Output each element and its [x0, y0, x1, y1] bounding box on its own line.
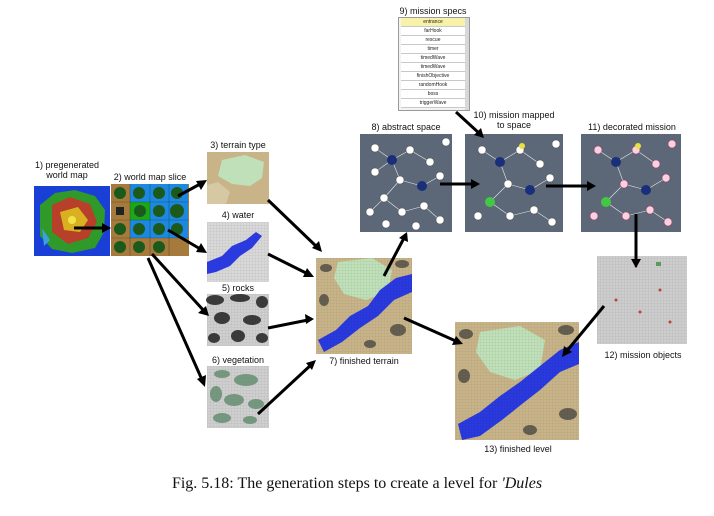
- arrow-10-to-11: [546, 181, 596, 191]
- label-abstract-space: 8) abstract space: [371, 122, 441, 132]
- label-decorated-mission: 11) decorated mission: [588, 122, 676, 132]
- water-panel: [207, 222, 269, 282]
- label-mission-specs: 9) mission specs: [399, 6, 467, 16]
- mission-spec-item: triggerWave: [401, 99, 465, 108]
- mission-spec-item: timer: [401, 45, 465, 54]
- label-rocks: 5) rocks: [221, 283, 254, 293]
- label-terrain-type: 3) terrain type: [210, 140, 266, 150]
- mission-spec-item: rescue: [401, 36, 465, 45]
- rocks-panel: [206, 294, 269, 346]
- label-mission-objects: 12) mission objects: [604, 350, 682, 360]
- arrow-12-to-13: [562, 305, 606, 357]
- mission-spec-item: entrance: [401, 18, 465, 27]
- arrow-7-to-13: [403, 316, 463, 345]
- arrow-11-to-12: [631, 214, 641, 268]
- label-mission-mapped: 10) mission mapped: [473, 110, 555, 120]
- abstract-space-graph: [360, 134, 452, 232]
- mission-spec-item: farHook: [401, 27, 465, 36]
- mission-specs-list: entrance farHook rescue timer timedWave …: [398, 17, 470, 111]
- finished-level-panel: [455, 322, 579, 440]
- arrow-9-to-10: [454, 110, 484, 138]
- arrow-2-to-5: [150, 252, 209, 316]
- label-finished-level: 13) finished level: [484, 444, 552, 454]
- arrow-2-to-3: [177, 180, 207, 198]
- mission-specs-scrollbar: [465, 18, 469, 110]
- label-world-map-slice: 2) world map slice: [113, 172, 187, 182]
- arrow-7-to-8: [382, 232, 408, 277]
- label-pregenerated: 1) pregenerated: [34, 160, 100, 170]
- mission-objects-panel: [597, 256, 687, 344]
- label-water: 4) water: [221, 210, 255, 220]
- pregenerated-world-map: [34, 186, 110, 256]
- arrow-2-to-6: [146, 257, 206, 387]
- label-finished-terrain: 7) finished terrain: [329, 356, 399, 366]
- arrow-1-to-2: [74, 223, 111, 233]
- arrow-6-to-7: [256, 360, 316, 416]
- vegetation-panel: [207, 366, 269, 428]
- mission-spec-item: boss: [401, 90, 465, 99]
- mission-spec-item: timedWave: [401, 54, 465, 63]
- finished-terrain-panel: [316, 258, 412, 354]
- mission-mapped-graph: [465, 134, 563, 232]
- mission-spec-item: randomHook: [401, 81, 465, 90]
- mission-spec-item: finishObjective: [401, 72, 465, 81]
- arrow-4-to-7: [267, 252, 314, 277]
- terrain-type-panel: [207, 152, 269, 204]
- flow-arrows: [74, 110, 641, 416]
- arrow-8-to-10: [440, 179, 480, 189]
- arrow-5-to-7: [267, 314, 314, 330]
- decorated-mission-graph: [581, 134, 681, 232]
- label-world-map: world map: [46, 170, 88, 180]
- label-to-space: to space: [496, 120, 532, 130]
- arrow-3-to-7: [266, 198, 322, 252]
- label-vegetation: 6) vegetation: [211, 355, 265, 365]
- caption-game-title: 'Dules: [501, 475, 543, 492]
- arrow-2-to-4: [167, 228, 207, 253]
- figure-caption: Fig. 5.18: The generation steps to creat…: [0, 475, 714, 493]
- mission-spec-item: timedWave: [401, 63, 465, 72]
- caption-text: Fig. 5.18: The generation steps to creat…: [171, 475, 502, 492]
- world-map-slice: [111, 184, 189, 256]
